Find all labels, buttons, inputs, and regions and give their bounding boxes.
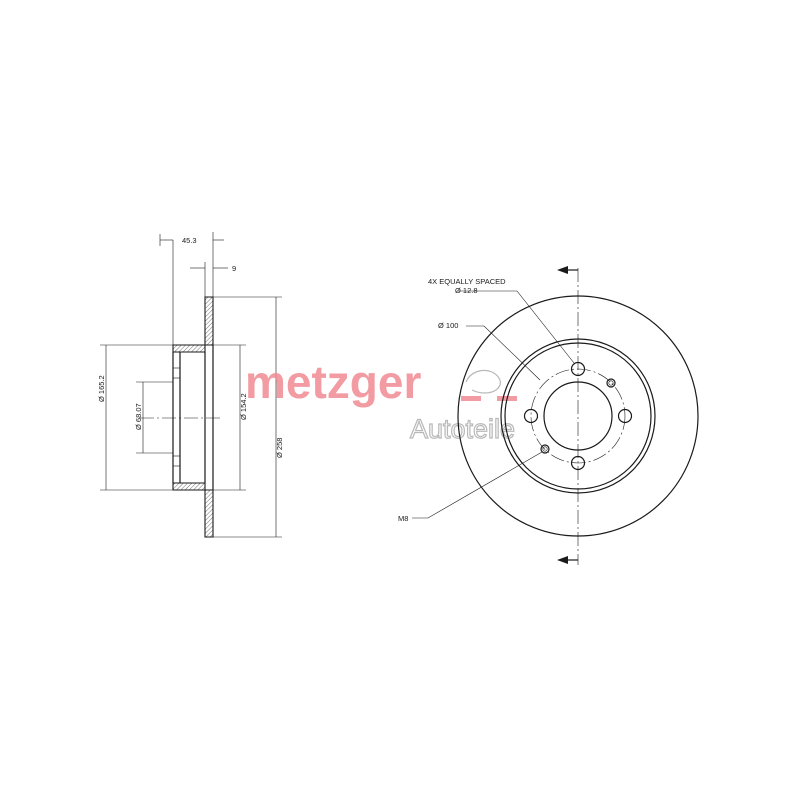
section-arrowhead-bottom (557, 556, 568, 564)
callout-thread: M8 (398, 514, 408, 523)
side-section-view: 45.3 9 Ø 165.2 Ø 68.07 Ø 154.2 Ø 258 (97, 232, 284, 538)
dim-center-bore-dia: Ø 68.07 (134, 403, 143, 430)
watermark-car-icon (465, 369, 501, 394)
dim-outer-dia: Ø 258 (275, 438, 284, 458)
leader-thread (412, 451, 543, 519)
dim-disc-thickness: 9 (232, 264, 236, 273)
disc-section-upper (172, 296, 214, 353)
dim-inner-dia: Ø 154.2 (239, 393, 248, 420)
callout-pitch-circle: Ø 100 (438, 321, 458, 330)
disc-section-lower (172, 482, 214, 538)
watermark-dash (461, 396, 481, 401)
section-arrowhead-top (557, 266, 568, 274)
threaded-hole-lower (540, 444, 550, 454)
watermark-logo: metzger Autoteile (245, 356, 517, 445)
front-view: 4X EQUALLY SPACED Ø 12.8 Ø 100 M8 (398, 266, 699, 565)
bolt-hole-section-upper (172, 367, 181, 379)
bolt-hole-section-lower (172, 455, 181, 467)
bolt-hole-right (617, 408, 633, 424)
threaded-hole-upper (606, 378, 616, 388)
callout-bolt-holes-line2: Ø 12.8 (455, 286, 478, 295)
leader-bolt-holes (458, 290, 575, 364)
thread-minor-upper (608, 380, 614, 386)
callout-bolt-holes-line1: 4X EQUALLY SPACED (428, 277, 506, 286)
dim-hub-outer-dia: Ø 165.2 (97, 375, 106, 402)
watermark-brand: metzger (245, 356, 421, 408)
dim-overall-width: 45.3 (182, 236, 197, 245)
leader-pitch-circle (466, 325, 541, 381)
thread-minor-lower (542, 446, 548, 452)
watermark-tagline: Autoteile (410, 414, 515, 444)
bolt-hole-left (523, 408, 539, 424)
